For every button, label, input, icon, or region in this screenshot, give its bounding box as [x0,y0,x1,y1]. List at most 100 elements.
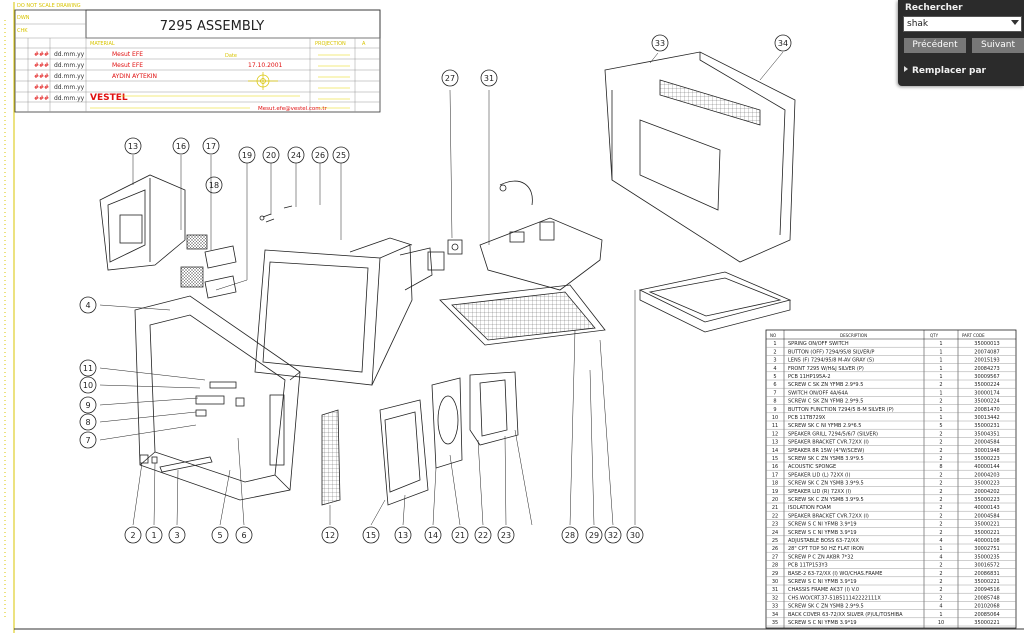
svg-text:Mesut EFE: Mesut EFE [112,62,143,69]
bom-cell-code: 30009567 [974,374,999,380]
bom-cell-qty: 2 [939,505,942,511]
callout-11: 11 [79,359,97,377]
previous-button[interactable]: Précédent [904,38,966,53]
callout-26: 26 [311,146,329,164]
bom-cell-no: 19 [772,489,778,495]
bom-cell-code: 35000013 [974,341,999,347]
bom-cell-desc: BASE-2 63-72/XX (I) WO/CHAS.FRAME [788,571,882,577]
search-input[interactable]: shak [903,16,1022,32]
callout-17: 17 [202,137,220,155]
rev-row: ### dd.mm.yy Mesut EFE [34,51,143,58]
bom-cell-qty: 4 [939,538,942,544]
speaker-lids [204,245,237,299]
bom-cell-desc: SCREW S C NI YFMB 3.9*19 [788,579,857,585]
bom-cell-code: 30001948 [974,448,999,454]
svg-text:31: 31 [484,74,494,83]
svg-text:11: 11 [83,364,93,373]
bom-cell-code: 35000221 [974,522,999,528]
svg-text:3: 3 [174,531,179,540]
bom-cell-no: 22 [772,513,778,519]
bom-cell-code: 20004584 [974,513,999,519]
svg-text:10: 10 [83,381,93,390]
callout-18: 18 [205,176,223,194]
svg-text:Mesut EFE: Mesut EFE [112,51,143,58]
label-chk: CHK [17,28,28,34]
callout-32: 32 [604,526,622,544]
bom-cell-no: 34 [772,612,778,618]
callout-12: 12 [321,526,339,544]
bom-cell-code: 35004351 [974,431,999,437]
next-button[interactable]: Suivant [972,38,1024,53]
projection-symbol [248,72,278,90]
svg-text:16: 16 [176,142,186,151]
bom-cell-no: 33 [772,604,778,610]
svg-text:NO: NO [770,333,776,338]
bom-cell-no: 15 [772,456,778,462]
bom-cell-qty: 2 [939,563,942,569]
callout-25: 25 [332,146,350,164]
rev-row: ### dd.mm.yy [34,84,85,91]
svg-text:7: 7 [85,436,90,445]
bom-cell-desc: SCREW SK C ZN YSMB 3.9*9.5 [788,456,864,462]
bom-cell-qty: 1 [939,612,942,618]
replace-label: Remplacer par [912,66,986,76]
bom-cell-no: 10 [772,415,778,421]
bom-cell-code: 30013442 [974,415,999,421]
bom-cell-desc: SPEAKER LID (L) 72XX (I) [788,472,850,478]
bom-cell-code: 20086831 [974,571,999,577]
bom-cell-no: 9 [773,407,776,413]
svg-text:34: 34 [778,39,788,48]
bom-cell-desc: SCREW C SK ZN YFMB 2.9*9.5 [788,382,863,388]
callout-3: 3 [168,526,186,544]
leader-lines [99,51,784,526]
bom-cell-code: 20094516 [974,587,999,593]
bom-cell-desc: SCREW S C NI YFMB 3.9*19 [788,530,857,536]
bom-cell-desc: ADJUSTABLE BOSS 63-72/XX [788,538,859,544]
bom-cell-desc: SPEAKER BRACKET CVR.72XX (I) [788,513,869,519]
bom-cell-code: 35000223 [974,481,999,487]
bom-cell-code: 30002751 [974,546,999,552]
svg-text:1: 1 [151,531,156,540]
bom-cell-desc: CHASSIS FRAME AK37 (I) V.0 [788,587,859,593]
callout-33: 33 [651,34,669,52]
bom-cell-desc: SPEAKER 8R 15W (4"W/SCEW) [788,448,864,454]
bom-cell-desc: SPRING ON/OFF SWITCH [788,341,849,347]
callout-10: 10 [79,376,97,394]
replace-toggle[interactable]: Remplacer par [904,66,986,76]
svg-text:8: 8 [85,418,90,427]
svg-text:PART CODE: PART CODE [962,333,985,338]
callout-22: 22 [474,526,492,544]
bom-cell-desc: PCB 11TP153Y3 [788,563,828,569]
bom-cell-desc: SCREW SK C ZN YSMB 3.9*9.5 [788,497,864,503]
svg-text:25: 25 [336,151,346,160]
bom-cell-qty: 1 [939,415,942,421]
svg-text:2: 2 [130,531,135,540]
lens-and-buttons [139,454,213,473]
svg-text:29: 29 [589,531,599,540]
title-block: DO NOT SCALE DRAWING 7295 ASSEMBLY DWN C… [14,3,381,113]
svg-text:22: 22 [478,531,488,540]
chevron-down-icon[interactable] [1011,20,1019,25]
callout-21: 21 [451,526,469,544]
bom-cell-no: 12 [772,431,778,437]
callout-23: 23 [497,526,515,544]
bom-cell-code: 20004584 [974,440,999,446]
callout-13: 13 [394,526,412,544]
bom-cell-code: 20015193 [974,358,999,364]
bom-cell-desc: PCB 11HP195A-2 [788,374,831,380]
